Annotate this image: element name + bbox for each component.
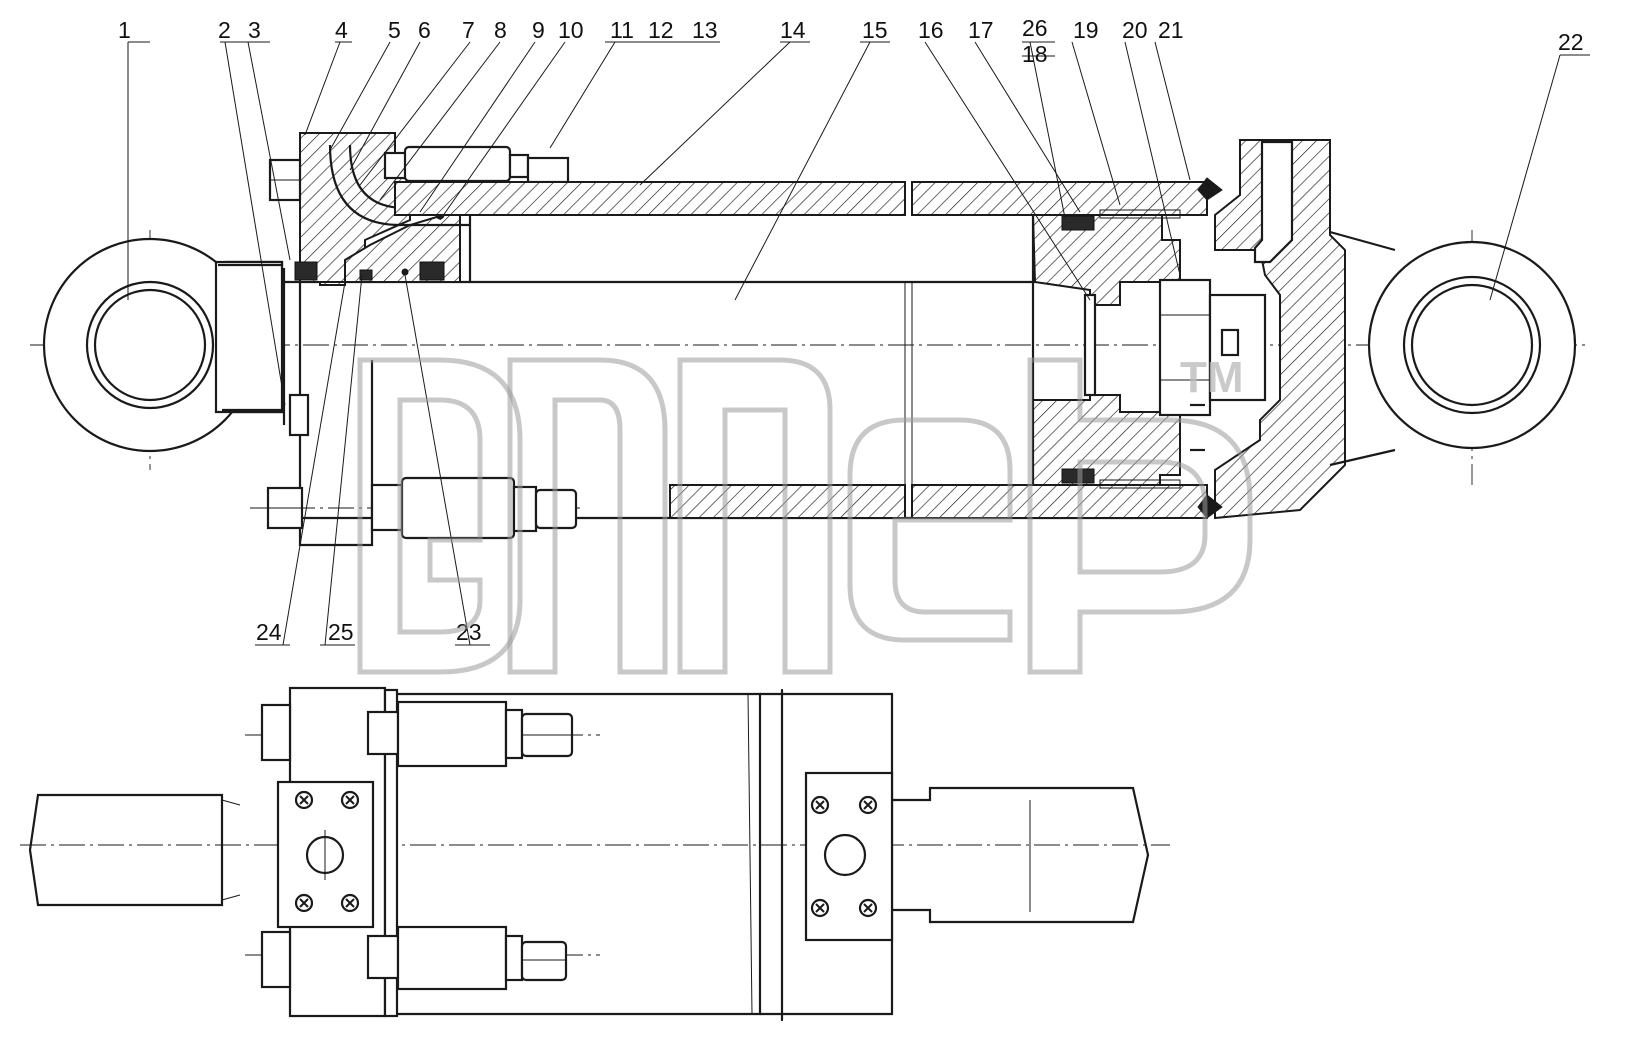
callout-8: 8: [494, 17, 507, 43]
tie-rod-top: [383, 145, 570, 184]
front-flange-screws: [294, 790, 360, 913]
callout-13: 13: [692, 17, 718, 43]
bolt-head-top: [260, 703, 292, 762]
seal-9: [419, 261, 445, 281]
seal-25: [359, 269, 373, 281]
tie-rod-bottom: [288, 393, 578, 540]
callout-22: 22: [1558, 29, 1584, 55]
weld-top: [1197, 177, 1223, 201]
callout-21: 21: [1158, 17, 1184, 43]
sectional-view: 1 2 3 4 5 6 7 8 9 10 11 12 13 14 15 16 1…: [30, 15, 1590, 646]
oring-23: [401, 268, 409, 276]
left-tang: [28, 793, 224, 907]
callout-7: 7: [462, 17, 475, 43]
callout-26: 26: [1022, 15, 1048, 41]
watermark-logo: TM: [357, 353, 1253, 675]
callout-25: 25: [328, 619, 354, 645]
callout-4: 4: [335, 17, 348, 43]
piston: [1031, 209, 1181, 489]
rear-flange-plate: [804, 771, 894, 942]
trademark-mark: TM: [1180, 353, 1244, 402]
leader-lines: [127, 41, 1590, 646]
tie-rod-exterior-bottom: [366, 925, 568, 991]
exterior-view: [20, 686, 1170, 1022]
callout-15: 15: [862, 17, 888, 43]
bolt-head-bottom: [260, 930, 292, 989]
callout-11: 11: [610, 17, 634, 43]
callout-9: 9: [532, 17, 545, 43]
piston-nut: [1158, 278, 1267, 417]
callout-12: 12: [648, 17, 674, 43]
callout-20: 20: [1122, 17, 1148, 43]
tie-rod-exterior-top: [366, 700, 574, 768]
rear-cover: [1190, 139, 1346, 520]
callout-19: 19: [1073, 17, 1099, 43]
cylinder-barrel: [394, 181, 1208, 519]
piston-seal-18: [1061, 215, 1095, 231]
callout-6: 6: [418, 17, 431, 43]
barrel-exterior: [398, 692, 762, 1016]
front-cover-gland: [294, 132, 470, 547]
callout-5: 5: [388, 17, 401, 43]
callout-24: 24: [256, 619, 282, 645]
rear-flange-screws: [810, 795, 878, 918]
bolt-bottom: [266, 483, 404, 532]
callout-10: 10: [558, 17, 584, 43]
right-tang: [892, 786, 1150, 924]
callout-14: 14: [780, 17, 806, 43]
callout-16: 16: [918, 17, 944, 43]
rod-eye-right: [1329, 230, 1577, 467]
callout-2: 2: [218, 17, 231, 43]
seal-5: [294, 261, 318, 281]
callout-18: 18: [1022, 41, 1048, 67]
callout-3: 3: [248, 17, 261, 43]
callout-17: 17: [968, 17, 994, 43]
callout-1: 1: [118, 17, 131, 43]
callout-labels: 1 2 3 4 5 6 7 8 9 10 11 12 13 14 15 16 1…: [118, 15, 1584, 645]
rod-eye-left: [42, 237, 286, 453]
